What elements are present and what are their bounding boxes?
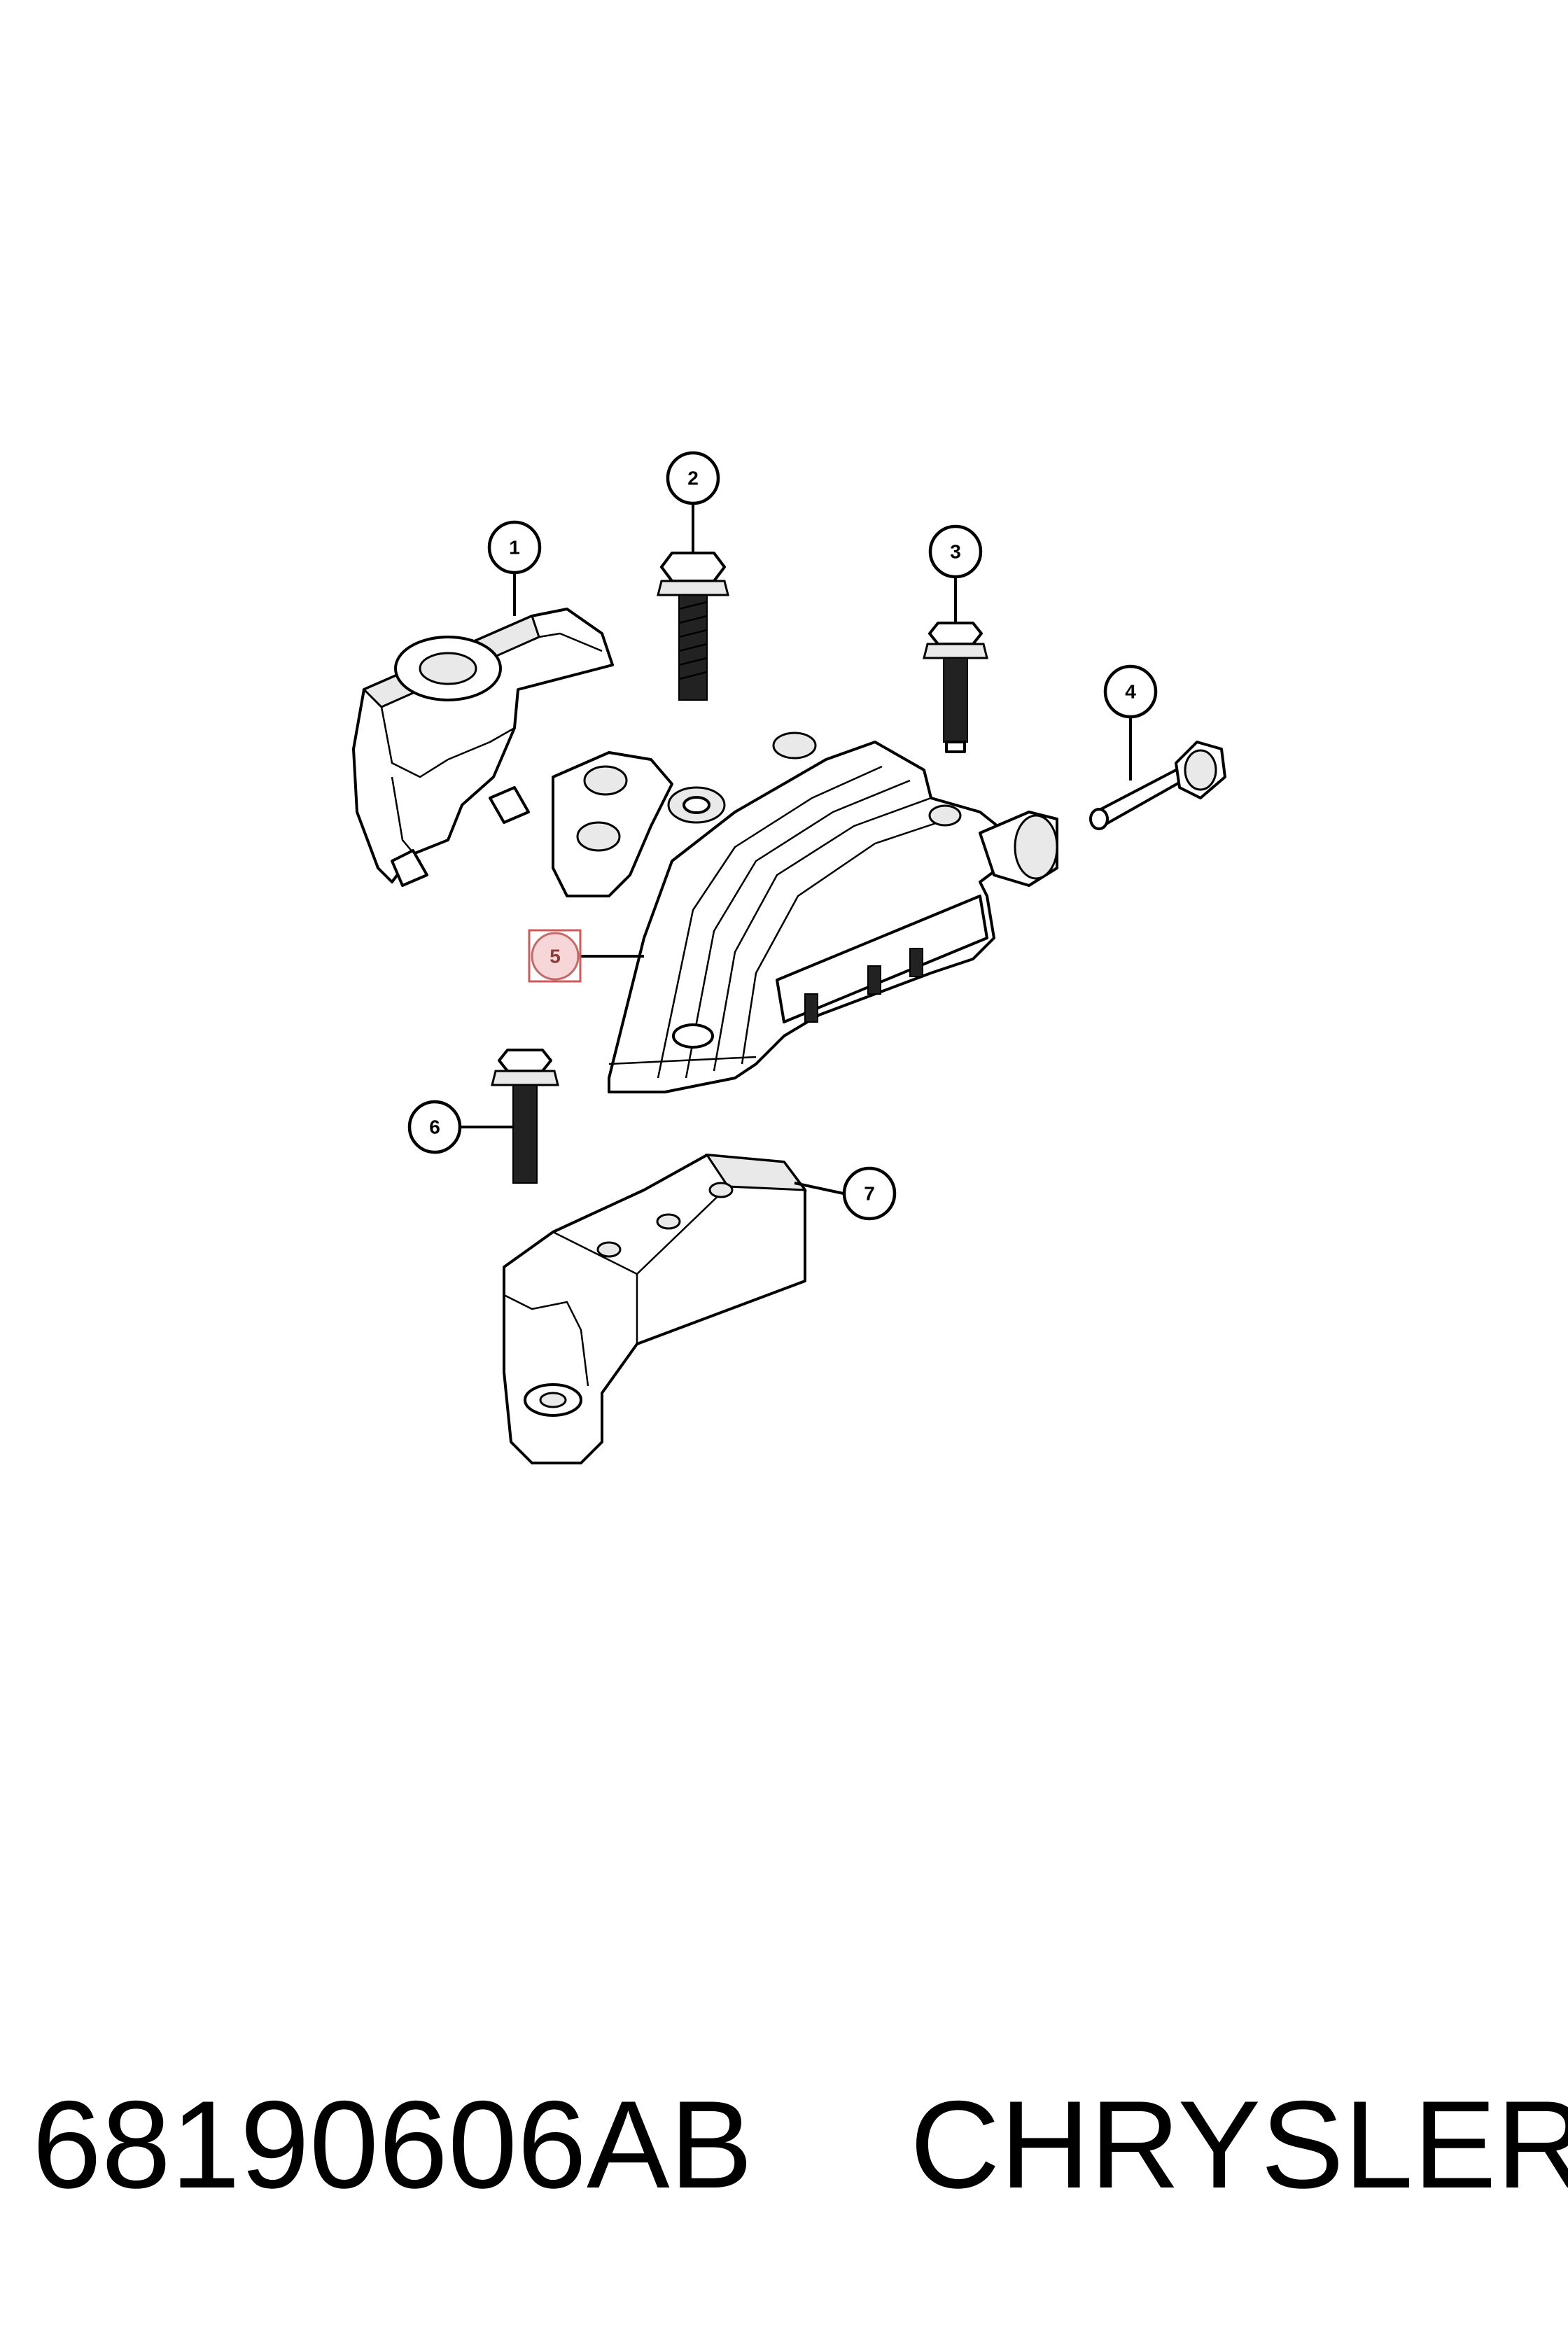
part-3-bolt [923,622,988,753]
brand-name: CHRYSLER [910,2075,1568,2214]
callout-1[interactable]: 1 [487,520,542,575]
part-7-bracket [503,1154,808,1464]
callout-1-label: 1 [509,537,520,559]
callout-2-label: 2 [687,468,699,489]
part-4-bolt [1089,741,1226,830]
part-5-engine-mount [552,732,1058,1093]
leader-lines [460,502,1132,1195]
part-6-bolt [491,1049,559,1184]
callout-3-label: 3 [950,541,961,563]
part-2-bolt [657,552,729,701]
callout-4-label: 4 [1125,681,1136,703]
callout-5[interactable]: 5 [528,929,582,983]
callout-5-label: 5 [550,946,561,967]
callout-5-highlight-box [528,929,582,983]
part-number: 68190606AB [32,2075,753,2214]
callout-6-label: 6 [429,1116,440,1138]
callout-4[interactable]: 4 [1103,664,1158,719]
callout-7[interactable]: 7 [842,1166,897,1221]
callout-3[interactable]: 3 [928,524,983,579]
callout-2[interactable]: 2 [666,451,720,505]
callout-7-label: 7 [864,1183,875,1205]
part-1-bracket [352,608,614,887]
callout-6[interactable]: 6 [407,1100,462,1154]
